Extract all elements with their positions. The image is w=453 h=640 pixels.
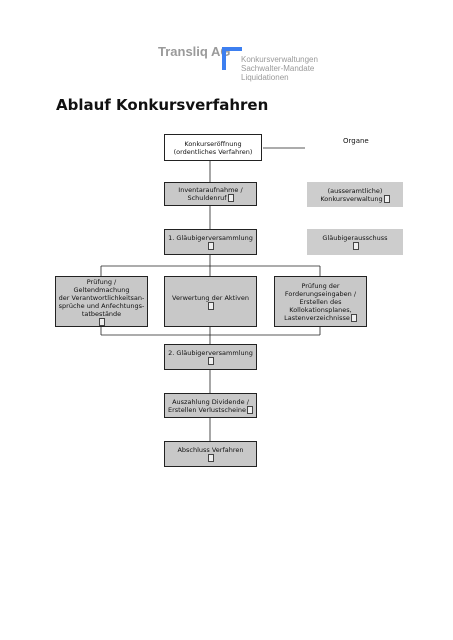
logo-tagline-1: Konkursverwaltungen: [241, 55, 318, 64]
document-link-icon[interactable]: [350, 313, 357, 322]
organ-konkursverwaltung-line-2: Konkursverwaltung: [320, 194, 390, 203]
document-link-icon[interactable]: [247, 405, 253, 414]
node-glaeubigerversammlung-2: 2. Gläubigerversammlung: [164, 344, 257, 370]
node-abschluss-verfahren: Abschluss Verfahren: [164, 441, 257, 467]
organ-column-label: Organe: [343, 137, 369, 145]
node-glaeubigerversammlung-1-label: 1. Gläubigerversammlung: [168, 234, 253, 242]
node-inventaraufnahme-line-2: Schuldenruf: [187, 194, 234, 202]
node-konkurseroeffnung-line-2: (ordentliches Verfahren): [173, 147, 253, 156]
node-auszahlung-dividende-text: Erstellen Verlustscheine: [168, 405, 246, 414]
node-pruefung-forderungen-line-5: Lastenverzeichnisse: [284, 313, 357, 322]
node-pruefung-forderungen: Prüfung der Forderungseingaben / Erstell…: [274, 276, 367, 327]
organ-glaeubigerausschuss-label: Gläubigerausschuss: [322, 234, 388, 242]
page-title: Ablauf Konkursverfahren: [56, 96, 269, 114]
organ-konkursverwaltung-line-1: (ausseramtliche): [327, 186, 383, 195]
node-verwertung-aktiven-label: Verwertung der Aktiven: [172, 293, 249, 302]
document-link-icon[interactable]: [352, 242, 359, 250]
document-link-icon[interactable]: [208, 454, 214, 462]
document-link-icon[interactable]: [227, 194, 234, 202]
document-link-icon[interactable]: [208, 357, 214, 365]
organ-glaeubigerausschuss: Gläubigerausschuss: [307, 229, 403, 255]
node-pruefung-forderungen-line-4: Kollokationsplanes,: [289, 305, 352, 314]
node-pruefung-forderungen-text: Lastenverzeichnisse: [284, 313, 350, 322]
document-link-icon[interactable]: [208, 301, 214, 310]
logo-mark-icon: [222, 47, 242, 70]
node-konkurseroeffnung-line-1: Konkurseröffnung: [184, 139, 242, 148]
document-link-icon[interactable]: [383, 194, 390, 203]
node-auszahlung-dividende: Auszahlung Dividende / Erstellen Verlust…: [164, 393, 257, 418]
logo-tagline-3: Liquidationen: [241, 73, 289, 82]
node-auszahlung-dividende-line-2: Erstellen Verlustscheine: [168, 405, 253, 414]
node-pruefung-forderungen-line-3: Erstellen des: [299, 297, 342, 306]
node-auszahlung-dividende-line-1: Auszahlung Dividende /: [172, 397, 249, 406]
company-logo-name: Transliq AG: [158, 44, 231, 59]
node-pruefung-forderungen-line-1: Prüfung der: [301, 281, 340, 290]
node-glaeubigerversammlung-1: 1. Gläubigerversammlung: [164, 229, 257, 255]
node-pruefung-verantwortlichkeit-line-4: tatbestände: [81, 309, 122, 318]
node-abschluss-verfahren-label: Abschluss Verfahren: [177, 446, 244, 454]
organ-konkursverwaltung-text: Konkursverwaltung: [320, 194, 383, 203]
node-pruefung-verantwortlichkeit: Prüfung / Geltendmachung der Verantwortl…: [55, 276, 148, 327]
document-link-icon[interactable]: [208, 242, 214, 250]
node-inventaraufnahme-text: Schuldenruf: [187, 194, 227, 202]
node-verwertung-aktiven: Verwertung der Aktiven: [164, 276, 257, 327]
organ-konkursverwaltung: (ausseramtliche) Konkursverwaltung: [307, 182, 403, 207]
node-pruefung-verantwortlichkeit-line-2: der Verantwortlichkeitsan-: [58, 293, 145, 302]
node-inventaraufnahme-line-1: Inventaraufnahme /: [178, 186, 243, 194]
logo-tagline-2: Sachwalter-Mandate: [241, 64, 315, 73]
node-pruefung-verantwortlichkeit-line-1: Prüfung / Geltendmachung: [73, 277, 130, 294]
node-inventaraufnahme: Inventaraufnahme / Schuldenruf: [164, 182, 257, 206]
document-link-icon[interactable]: [99, 317, 105, 326]
node-pruefung-verantwortlichkeit-line-3: sprüche und Anfechtungs-: [58, 301, 145, 310]
node-pruefung-forderungen-line-2: Forderungseingaben /: [284, 289, 357, 298]
node-glaeubigerversammlung-2-label: 2. Gläubigerversammlung: [168, 349, 253, 357]
node-konkurseroeffnung: Konkurseröffnung (ordentliches Verfahren…: [164, 134, 262, 161]
